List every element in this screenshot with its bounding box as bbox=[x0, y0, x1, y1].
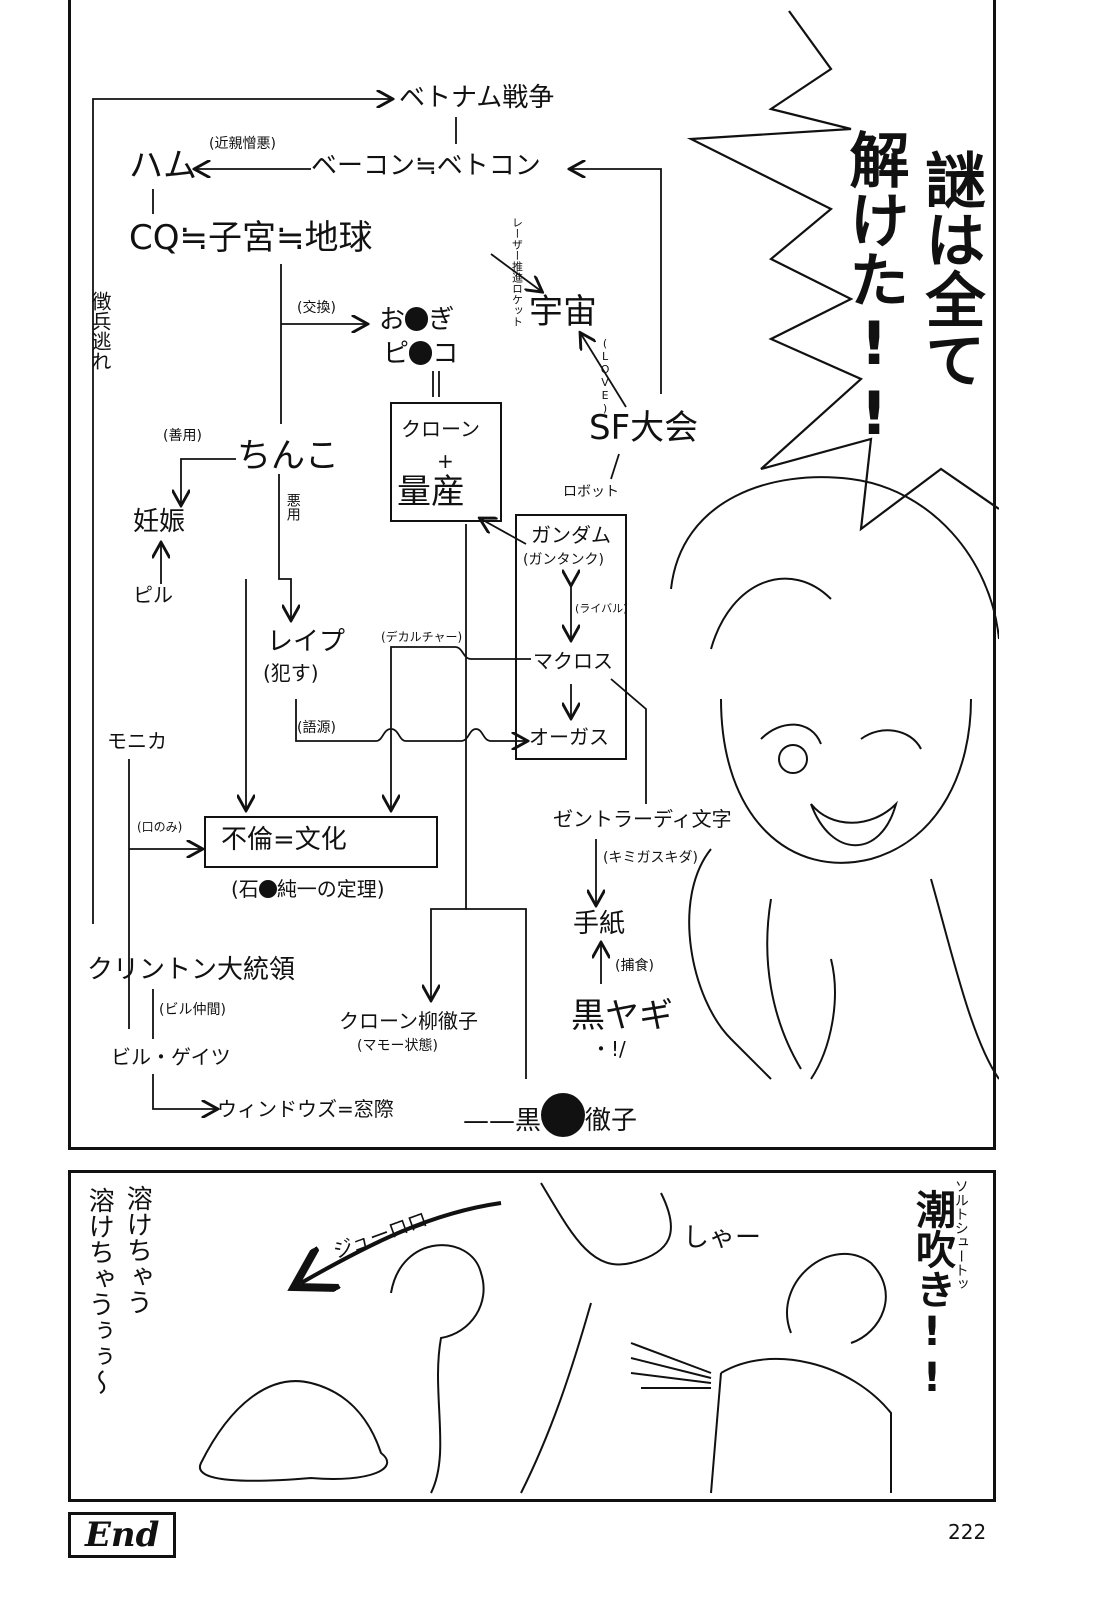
label-love: (LOVE) bbox=[598, 337, 612, 415]
label-incest: (近親憎悪) bbox=[209, 136, 276, 152]
censor-dot bbox=[258, 880, 277, 898]
comic-figures bbox=[198, 1182, 892, 1494]
label-clone-tetsuko: クローン柳徹子 bbox=[339, 1009, 478, 1033]
label-exchange: (交換) bbox=[297, 300, 336, 316]
label-rival: (ライバル) bbox=[575, 602, 628, 615]
arrow-sf-space bbox=[581, 334, 627, 408]
arrow-sf-bacon bbox=[571, 169, 662, 394]
label-predation: (捕食) bbox=[615, 958, 654, 974]
label-bill-gates: ビル・ゲイツ bbox=[111, 1045, 231, 1069]
arrow-earth-space bbox=[490, 253, 541, 291]
label-bacon: ベーコン≒ベトコン bbox=[311, 151, 541, 181]
shout-line2: 解けた!! bbox=[839, 129, 909, 449]
label-bill-link: (ビル仲間) bbox=[159, 1002, 226, 1018]
label-kuro-tetsuko: ——黒徹子 bbox=[463, 1093, 637, 1137]
label-zentradi: ゼントラーディ文字 bbox=[553, 807, 732, 831]
label-clone-tetsuko-sub: (マモー状態) bbox=[357, 1038, 438, 1054]
label-mouth-only: (口のみ) bbox=[137, 820, 183, 834]
label-vietnam-war: ベトナム戦争 bbox=[399, 83, 555, 113]
label-macross: マクロス bbox=[533, 649, 613, 673]
label-laser: レーザー推進ロケット bbox=[510, 217, 524, 327]
shout-burst bbox=[686, 10, 999, 532]
label-monica: モニカ bbox=[107, 729, 167, 753]
label-pregnancy: 妊娠 bbox=[133, 507, 186, 537]
label-guntank: (ガンタンク) bbox=[523, 552, 604, 568]
arrow-draftdodge-vietnam bbox=[92, 99, 391, 924]
label-gundam: ガンダム bbox=[531, 523, 611, 547]
relation-arrows bbox=[92, 0, 662, 1153]
shout-line1: 謎は全て bbox=[915, 149, 985, 389]
censor-dot bbox=[405, 307, 429, 331]
girl-illustration bbox=[670, 476, 999, 1080]
sfx-melting2: 溶けちゃうぅぅ〜 bbox=[84, 1187, 115, 1395]
label-rape-sub: (犯す) bbox=[263, 661, 319, 685]
sfx-shiofuki: 潮吹き!! bbox=[909, 1189, 955, 1401]
arrow-gates-windows bbox=[152, 1074, 216, 1109]
arrow-etymology bbox=[295, 699, 526, 741]
end-label: End bbox=[68, 1512, 177, 1558]
label-clone-top: クローン bbox=[401, 417, 480, 441]
label-kimigasukida: (キミガスキダ) bbox=[603, 850, 698, 866]
label-good-use: (善用) bbox=[163, 428, 202, 444]
mecha-box bbox=[515, 514, 627, 760]
label-windows: ウィンドウズ=窓際 bbox=[217, 1097, 394, 1121]
label-sf-convention: SF大会 bbox=[589, 408, 699, 448]
label-rape: レイプ bbox=[267, 627, 346, 657]
label-affair-culture: 不倫=文化 bbox=[221, 825, 347, 855]
label-piko: ピコ bbox=[383, 339, 459, 369]
label-ogi: おぎ bbox=[379, 305, 455, 335]
page-number: 222 bbox=[948, 1520, 987, 1544]
sfx-shaa: しゃー bbox=[683, 1223, 762, 1253]
label-draft-dodge: 徴兵逃れ bbox=[88, 291, 112, 371]
label-robot: ロボット bbox=[563, 484, 619, 500]
label-black-goat-mark: ・!/ bbox=[591, 1037, 626, 1061]
label-cq: CQ≒子宮≒地球 bbox=[129, 218, 373, 258]
label-clinton: クリントン大統領 bbox=[87, 955, 296, 985]
label-letter: 手紙 bbox=[573, 909, 626, 939]
label-mass-production: 量産 bbox=[397, 472, 465, 512]
arrow-chinko-pregnancy bbox=[181, 458, 236, 504]
affair-box bbox=[204, 816, 438, 868]
label-deculture: (デカルチャー) bbox=[381, 630, 463, 644]
label-space: 宇宙 bbox=[529, 292, 597, 332]
label-orguss: オーガス bbox=[529, 725, 609, 749]
label-ishi-theorem: (石純一の定理) bbox=[231, 877, 385, 901]
label-pill: ピル bbox=[133, 583, 173, 607]
sfx-melting: 溶けちゃう bbox=[122, 1185, 153, 1315]
label-etymology: (語源) bbox=[297, 720, 336, 736]
bottom-panel: 溶けちゃう 溶けちゃうぅぅ〜 ジューロロ しゃー ソルトシュートッ 潮吹き!! bbox=[68, 1170, 996, 1502]
sfx-salt-shoot: ソルトシュートッ bbox=[952, 1179, 969, 1291]
clone-box bbox=[390, 402, 502, 522]
label-chinko: ちんこ bbox=[237, 436, 339, 476]
label-plus: + bbox=[437, 449, 454, 473]
label-ham: ハム bbox=[129, 146, 197, 186]
label-bad-use: 悪用 bbox=[284, 493, 301, 521]
censor-dot bbox=[409, 341, 433, 365]
censor-dot-large bbox=[541, 1093, 586, 1137]
top-panel: ベトナム戦争 ハム (近親憎悪) ベーコン≒ベトコン CQ≒子宮≒地球 レーザー… bbox=[68, 0, 999, 1153]
label-black-goat: 黒ヤギ bbox=[571, 996, 673, 1036]
arrow-gundam-massprod bbox=[481, 519, 527, 545]
